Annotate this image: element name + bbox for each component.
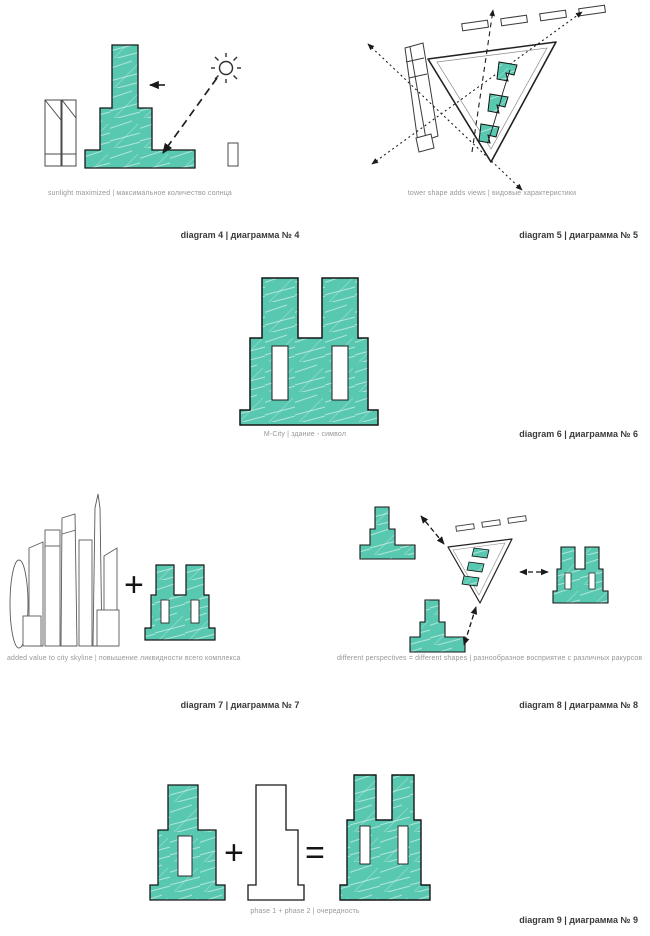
silhouette-bottom xyxy=(409,599,466,653)
silhouette-top-left xyxy=(359,506,416,560)
teal-tower-silhouette xyxy=(84,44,196,169)
diagram-5-drawing xyxy=(367,4,606,191)
diagram-8-drawing xyxy=(359,506,609,653)
perspective-arrows xyxy=(420,515,549,646)
facade-slots xyxy=(271,345,349,401)
context-buildings xyxy=(44,99,239,167)
road-dashes xyxy=(461,4,606,32)
plan-footprints xyxy=(461,547,490,587)
sun-ray-dashed-arrow xyxy=(162,77,218,154)
plus-operator-skyline: + xyxy=(124,566,144,604)
diagram-8-caption: different perspectives = different shape… xyxy=(337,655,643,662)
diagram-6-drawing xyxy=(239,277,379,426)
silhouette-right xyxy=(552,546,609,604)
city-skyline-sketch xyxy=(9,493,120,649)
diagram-7-drawing xyxy=(9,493,216,649)
diagram-5-label: diagram 5 | диаграмма № 5 xyxy=(519,230,638,240)
diagram-9-label: diagram 9 | диаграмма № 9 xyxy=(519,915,638,925)
diagram-4 xyxy=(20,28,280,186)
diagram-5-caption: tower shape adds views | видовые характе… xyxy=(407,190,577,197)
diagram-4-caption: sunlight maximized | максимальное количе… xyxy=(48,190,232,197)
diagram-7-label: diagram 7 | диаграмма № 7 xyxy=(180,700,300,710)
diagram-8-label: diagram 8 | диаграмма № 8 xyxy=(519,700,638,710)
phase-1-building xyxy=(149,784,226,901)
equals-operator: = xyxy=(305,834,325,872)
diagram-6-caption: M-City | здание - символ xyxy=(263,431,347,438)
core-zigzag xyxy=(487,69,511,143)
diagram-7 xyxy=(5,490,235,652)
diagram-7-caption: added value to city skyline | повышение … xyxy=(7,655,241,662)
diagram-4-drawing xyxy=(44,44,241,169)
tower-footprints xyxy=(478,61,518,144)
diagram-6 xyxy=(235,272,385,430)
diagram-9-caption: phase 1 + phase 2 | очередность xyxy=(250,908,360,915)
phase-2-building xyxy=(247,784,305,901)
facade-slots xyxy=(160,599,200,624)
sun-icon xyxy=(211,53,241,83)
diagram-6-label: diagram 6 | диаграмма № 6 xyxy=(519,429,638,439)
diagram-8 xyxy=(340,495,645,657)
diagram-5 xyxy=(360,2,645,197)
diagram-9 xyxy=(140,772,450,904)
diagram-4-label: diagram 4 | диаграмма № 4 xyxy=(180,230,300,240)
road-dashes xyxy=(455,515,527,532)
view-direction-arrows xyxy=(367,9,583,191)
teal-building xyxy=(144,564,216,641)
plus-operator-phases: + xyxy=(224,834,244,872)
diagram-9-drawing xyxy=(149,774,431,901)
m-city-building xyxy=(239,277,379,426)
combined-building xyxy=(339,774,431,901)
